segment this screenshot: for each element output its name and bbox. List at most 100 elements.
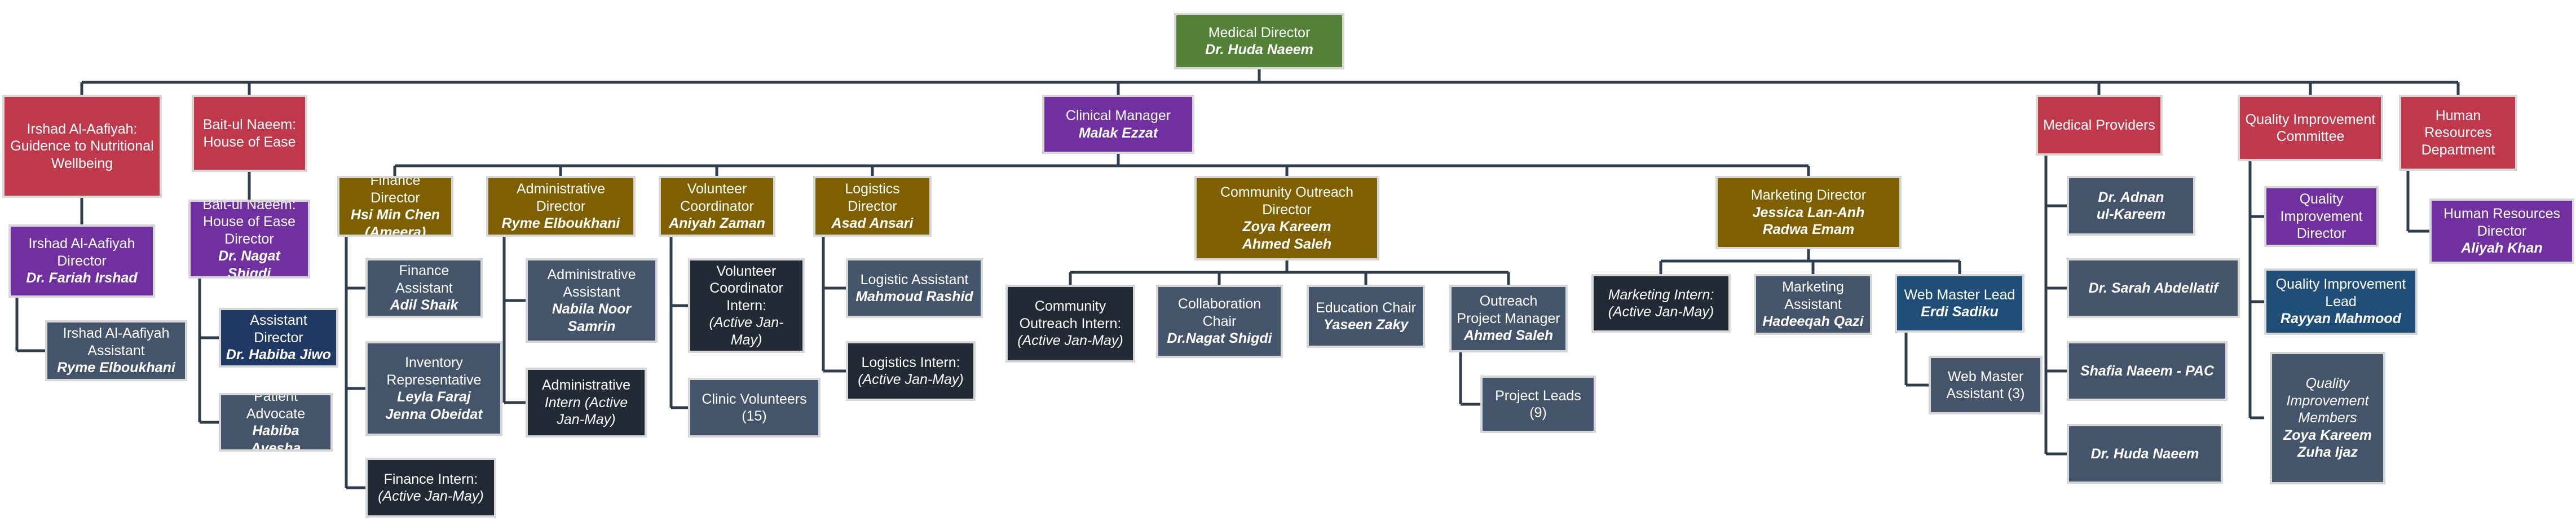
clinical-manager-title: Clinical Manager <box>1065 108 1171 123</box>
provider-adnan-name-2: ul-Kareem <box>2096 206 2166 222</box>
quality-members-title: Quality Improvement Members <box>2286 376 2369 426</box>
webmaster-lead-box: Web Master Lead Erdi Sadiku <box>1895 274 2024 333</box>
admin-director-name: Ryme Elboukhani <box>501 215 620 232</box>
marketing-assistant-box: Marketing Assistant Hadeeqah Qazi <box>1754 274 1872 335</box>
outreach-intern-title: Community Outreach Intern: <box>1019 298 1122 332</box>
volunteer-intern-note: (Active Jan-May) <box>709 315 784 348</box>
volunteer-coordinator-title: Volunteer Coordinator <box>680 181 754 214</box>
logistics-assistant-box: Logistic Assistant Mahmoud Rashid <box>846 258 983 318</box>
volunteer-intern-box: Volunteer Coordinator Intern: (Active Ja… <box>688 258 805 353</box>
outreach-intern-box: Community Outreach Intern: (Active Jan-M… <box>1005 285 1135 363</box>
irshad-assistant-name: Ryme Elboukhani <box>57 360 175 376</box>
outreach-project-manager-name: Ahmed Saleh <box>1463 328 1554 344</box>
logistics-assistant-title: Logistic Assistant <box>860 271 969 288</box>
marketing-assistant-name: Hadeeqah Qazi <box>1762 313 1864 330</box>
marketing-director-box: Marketing Director Jessica Lan-Anh Radwa… <box>1715 176 1902 249</box>
quality-committee-box: Quality Improvement Committee <box>2238 95 2383 161</box>
education-chair-title: Education Chair <box>1316 299 1416 316</box>
patient-advocate-title: Patient Advocate <box>246 393 306 422</box>
finance-assistant-title: Finance Assistant <box>395 263 453 296</box>
collaboration-chair-box: Collaboration Chair Dr.Nagat Shigdi <box>1156 285 1283 358</box>
provider-huda-name: Dr. Huda Naeem <box>2090 445 2199 462</box>
clinical-manager-name: Malak Ezzat <box>1078 125 1158 141</box>
hr-department-box: Human Resources Department <box>2399 95 2517 171</box>
provider-shafia-box: Shafia Naeem - PAC <box>2067 341 2227 401</box>
outreach-director-name-1: Zoya Kareem <box>1242 219 1331 235</box>
admin-intern-note: Intern (Active Jan-May) <box>544 394 628 428</box>
marketing-director-name-2: Radwa Emam <box>1762 222 1855 238</box>
clinic-volunteers-count: (15) <box>742 408 767 424</box>
admin-intern-title: Administrative <box>542 377 630 394</box>
finance-director-name-1: Hsi Min Chen <box>350 207 440 223</box>
inventory-rep-title: Inventory Representative <box>386 355 482 388</box>
finance-assistant-box: Finance Assistant Adil Shaik <box>365 258 483 318</box>
logistics-director-name: Asad Ansari <box>831 215 914 232</box>
quality-lead-box: Quality Improvement Lead Rayyan Mahmood <box>2264 268 2418 335</box>
quality-lead-name: Rayyan Mahmood <box>2281 311 2401 327</box>
quality-committee-title: Quality Improvement Committee <box>2245 111 2376 145</box>
provider-shafia-name: Shafia Naeem - PAC <box>2080 363 2215 379</box>
provider-sarah-box: Dr. Sarah Abdellatif <box>2067 258 2240 318</box>
patient-advocate-name: Habiba Ayesha <box>250 423 301 452</box>
irshad-assistant-box: Irshad Al-Aafiyah Assistant Ryme Elboukh… <box>45 320 187 381</box>
outreach-director-box: Community Outreach Director Zoya Kareem … <box>1194 176 1379 260</box>
baitulnaeem-director-box: Bait-ul Naeem: House of Ease Director Dr… <box>188 200 310 279</box>
project-leads-title: Project Leads (9) <box>1495 387 1581 421</box>
logistics-director-box: Logistics Director Asad Ansari <box>813 176 932 237</box>
logistics-intern-title: Logistics Intern: <box>861 354 960 370</box>
irshad-box: Irshad Al-Aafiyah: Guidence to Nutrition… <box>2 95 162 198</box>
volunteer-coordinator-name: Aniyah Zaman <box>669 215 765 232</box>
finance-assistant-name: Adil Shaik <box>390 297 458 313</box>
finance-director-box: Finance Director Hsi Min Chen (Ameera) <box>337 176 453 237</box>
quality-director-box: Quality Improvement Director <box>2264 186 2379 247</box>
outreach-project-manager-title: Outreach Project Manager <box>1457 293 1560 326</box>
inventory-rep-name-1: Leyla Faraj <box>397 389 471 405</box>
education-chair-box: Education Chair Yaseen Zaky <box>1307 285 1425 348</box>
baitulnaeem-assistant-name: Dr. Habiba Jiwo <box>226 347 332 363</box>
outreach-intern-note: (Active Jan-May) <box>1017 333 1123 349</box>
medical-director-title: Medical Director <box>1208 24 1311 41</box>
marketing-assistant-title: Marketing Assistant <box>1782 279 1844 312</box>
collaboration-chair-title: Collaboration Chair <box>1177 296 1261 329</box>
webmaster-lead-title: Web Master Lead <box>1904 286 2015 303</box>
provider-huda-box: Dr. Huda Naeem <box>2067 424 2223 484</box>
logistics-intern-note: (Active Jan-May) <box>858 372 964 387</box>
patient-advocate-box: Patient Advocate Habiba Ayesha <box>219 393 333 452</box>
baitulnaeem-box: Bait-ul Naeem: House of Ease <box>192 95 307 172</box>
baitulnaeem-assistant-box: Assistant Director Dr. Habiba Jiwo <box>219 308 338 368</box>
inventory-rep-box: Inventory Representative Leyla Faraj Jen… <box>365 341 502 436</box>
marketing-director-title: Marketing Director <box>1750 187 1867 204</box>
baitulnaeem-assistant-title: Assistant Director <box>250 312 307 346</box>
clinic-volunteers-box: Clinic Volunteers (15) <box>688 378 821 438</box>
marketing-director-name-1: Jessica Lan-Anh <box>1752 204 1865 220</box>
volunteer-intern-title: Volunteer Coordinator Intern: <box>709 263 783 313</box>
provider-adnan-name-1: Dr. Adnan <box>2098 189 2164 205</box>
irshad-director-name: Dr. Fariah Irshad <box>26 270 138 286</box>
marketing-intern-title: Marketing Intern: <box>1608 286 1714 303</box>
quality-member-2: Zuha Ijaz <box>2297 444 2358 461</box>
baitulnaeem-director-name: Dr. Nagat Shigdi <box>218 248 280 279</box>
inventory-rep-name-2: Jenna Obeidat <box>385 406 483 422</box>
finance-director-title: Finance Director <box>370 176 421 206</box>
logistics-director-title: Logistics Director <box>845 181 900 214</box>
hr-department-title: Human Resources Department <box>2421 107 2495 158</box>
outreach-director-name-2: Ahmed Saleh <box>1242 236 1332 252</box>
medical-director-name: Dr. Huda Naeem <box>1205 42 1313 58</box>
hr-director-name: Aliyah Khan <box>2461 240 2543 257</box>
clinical-manager-box: Clinical Manager Malak Ezzat <box>1042 95 1194 154</box>
project-leads-box: Project Leads (9) <box>1480 376 1596 433</box>
outreach-director-title: Community Outreach Director <box>1220 184 1354 218</box>
webmaster-assistant-title: Web Master Assistant (3) <box>1946 368 2025 402</box>
irshad-director-title: Irshad Al-Aafiyah Director <box>28 236 135 269</box>
provider-sarah-name: Dr. Sarah Abdellatif <box>2088 280 2218 296</box>
hr-director-box: Human Resources Director Aliyah Khan <box>2429 198 2574 264</box>
baitulnaeem-title: Bait-ul Naeem: House of Ease <box>202 117 297 150</box>
admin-director-title: Administrative Director <box>517 181 605 214</box>
webmaster-lead-name: Erdi Sadiku <box>1921 304 1999 320</box>
quality-members-box: Quality Improvement Members Zoya Kareem … <box>2270 352 2385 484</box>
webmaster-assistant-box: Web Master Assistant (3) <box>1929 356 2043 414</box>
logistics-assistant-name: Mahmoud Rashid <box>855 289 973 304</box>
quality-lead-title: Quality Improvement Lead <box>2275 276 2406 310</box>
irshad-title: Irshad Al-Aafiyah: Guidence to Nutrition… <box>10 121 154 171</box>
